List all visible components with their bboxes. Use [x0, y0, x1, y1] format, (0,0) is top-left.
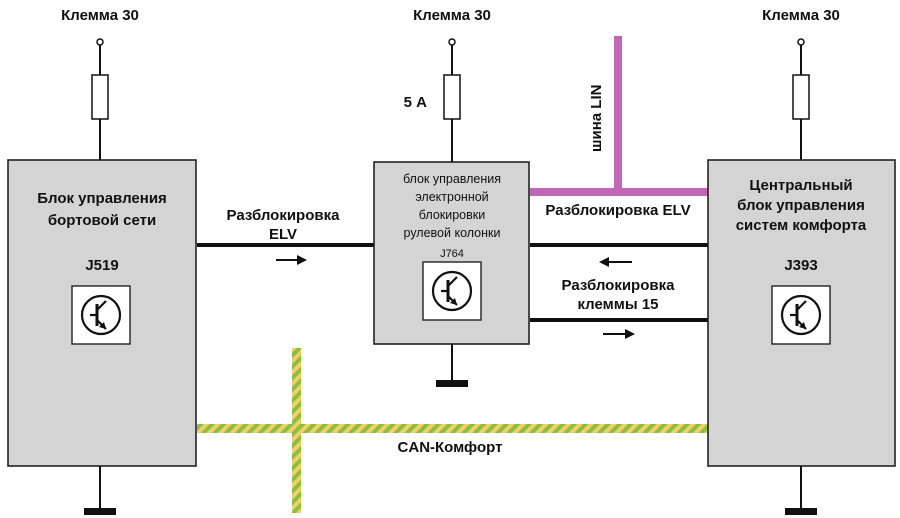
- module-j393-code: J393: [784, 257, 817, 274]
- kl15-label-2: клеммы 15: [577, 296, 658, 313]
- module-j393-name-3: систем комфорта: [736, 217, 867, 234]
- lin-bus-label: шина LIN: [588, 85, 605, 152]
- elv-right-label: Разблокировка ELV: [545, 202, 690, 219]
- transistor-icon: [70, 284, 132, 346]
- terminal-30-center-label: Клемма 30: [413, 7, 491, 24]
- module-j764-name-3: блокировки: [419, 208, 485, 222]
- terminal-pin-left: [96, 38, 104, 46]
- fuse-center: [443, 74, 461, 120]
- module-j519: Блок управления бортовой сети J519: [7, 159, 197, 467]
- module-j519-name-2: бортовой сети: [48, 212, 156, 229]
- module-j764-code: J764: [440, 248, 464, 260]
- fuse-rating-label: 5 А: [404, 94, 428, 111]
- terminal-30-right-label: Клемма 30: [762, 7, 840, 24]
- terminal-pin-right: [797, 38, 805, 46]
- terminal-30-left-label: Клемма 30: [61, 7, 139, 24]
- elv-left-label-2: ELV: [269, 226, 297, 243]
- fuse-left: [91, 74, 109, 120]
- lin-bus: шина LIN: [530, 36, 708, 196]
- terminal-30-center: Клемма 30 5 А: [404, 7, 491, 162]
- terminal-30-right: Клемма 30: [762, 7, 840, 160]
- terminal-30-left: Клемма 30: [61, 7, 139, 160]
- arrow-right-icon: [603, 329, 635, 339]
- fuse-right: [792, 74, 810, 120]
- arrow-left-icon: [599, 257, 632, 267]
- ground-right: [785, 508, 817, 515]
- module-j519-code: J519: [85, 257, 118, 274]
- module-j764-name-1: блок управления: [403, 172, 501, 186]
- can-bus: CAN-Комфорт: [197, 348, 708, 513]
- module-j393-name-1: Центральный: [749, 177, 852, 194]
- can-bus-label: CAN-Комфорт: [398, 439, 503, 456]
- terminal-pin-center: [448, 38, 456, 46]
- elv-left-label-1: Разблокировка: [227, 207, 341, 224]
- module-j764-name-2: электронной: [415, 190, 488, 204]
- transistor-icon: [421, 260, 483, 322]
- module-j764: блок управления электронной блокировки р…: [373, 161, 530, 345]
- transistor-icon: [770, 284, 832, 346]
- module-j393: Центральный блок управления систем комфо…: [707, 159, 896, 467]
- kl15-label-1: Разблокировка: [562, 277, 676, 294]
- ground-left: [84, 508, 116, 515]
- module-j764-name-4: рулевой колонки: [404, 226, 501, 240]
- module-j393-name-2: блок управления: [737, 197, 865, 214]
- ground-center: [436, 380, 468, 387]
- module-j519-name-1: Блок управления: [37, 190, 167, 207]
- arrow-right-icon: [276, 255, 307, 265]
